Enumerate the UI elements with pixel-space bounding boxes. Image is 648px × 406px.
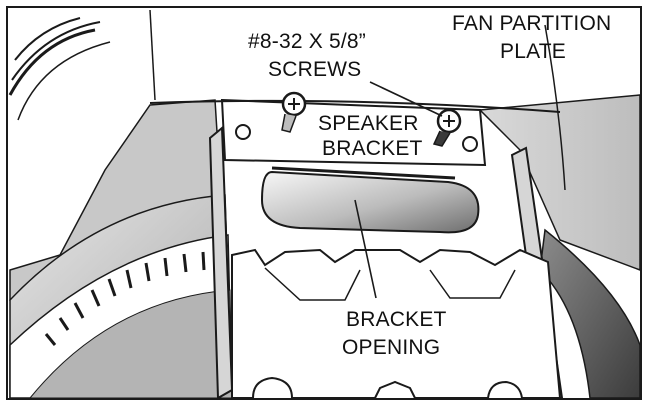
- plate-edge-line: [544, 24, 566, 191]
- fan-guard: [8, 9, 156, 121]
- lower-fasteners: [252, 376, 523, 399]
- screw-left: [281, 91, 307, 133]
- screws-label-line2: SCREWS: [268, 58, 361, 81]
- blower-wheel: [9, 194, 233, 399]
- fan-partition-plate: [478, 94, 641, 272]
- leader-lines: [354, 81, 443, 299]
- speaker-bracket: [149, 98, 564, 400]
- bracket-opening: [260, 166, 480, 234]
- bracket-opening-label-line1: BRACKET: [346, 308, 447, 331]
- bracket-opening-label-line2: OPENING: [342, 336, 440, 359]
- right-housing-curve: [539, 228, 641, 399]
- speaker-bracket-label-line1: SPEAKER: [318, 112, 419, 135]
- fan-partition-label-line2: PLATE: [500, 40, 566, 63]
- screw-right: [432, 108, 462, 147]
- fan-partition-label-line1: FAN PARTITION: [452, 12, 611, 35]
- screws-label-line1: #8-32 X 5/8”: [248, 30, 366, 53]
- speaker-bracket-label-line2: BRACKET: [322, 137, 423, 160]
